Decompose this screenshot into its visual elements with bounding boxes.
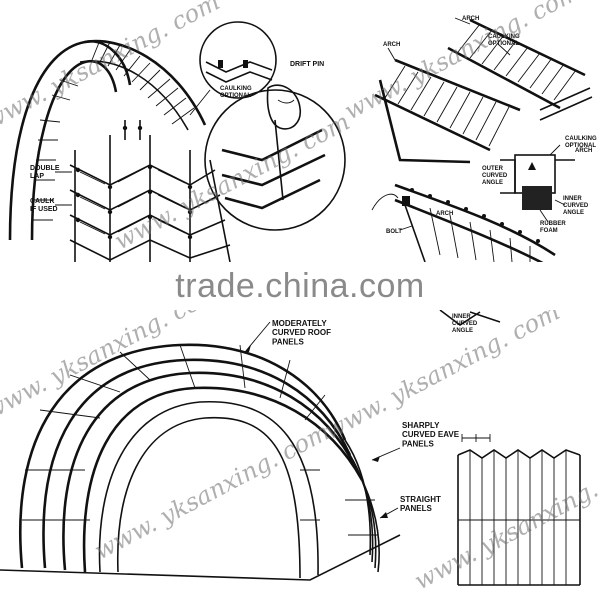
caulking-detail-circle <box>199 21 277 99</box>
center-watermark: trade.china.com <box>175 267 425 305</box>
label-drift-pin: DRIFT PIN <box>290 61 324 68</box>
watermark-text: www. yksanxing. com <box>320 297 565 445</box>
label-bolt: BOLT <box>386 229 402 235</box>
label-arch-1: ARCH <box>462 16 479 22</box>
label-arch-3: ARCH <box>575 148 592 154</box>
corrugated-panel-elevation <box>457 434 581 586</box>
watermark-text: www. yksanxing. com <box>0 0 224 135</box>
arch-panels-drawing <box>374 17 593 164</box>
label-arch-4: ARCH <box>436 211 453 217</box>
bolted-arch-drawing <box>371 183 556 326</box>
quonset-building-drawing <box>0 321 401 581</box>
watermark-band <box>0 262 600 310</box>
angle-detail <box>500 144 575 223</box>
watermark-text: www. yksanxing. com <box>410 447 600 595</box>
drift-pin-detail <box>189 84 346 231</box>
panel-assembly-drawing <box>8 39 231 263</box>
label-arch-2: ARCH <box>383 42 400 48</box>
